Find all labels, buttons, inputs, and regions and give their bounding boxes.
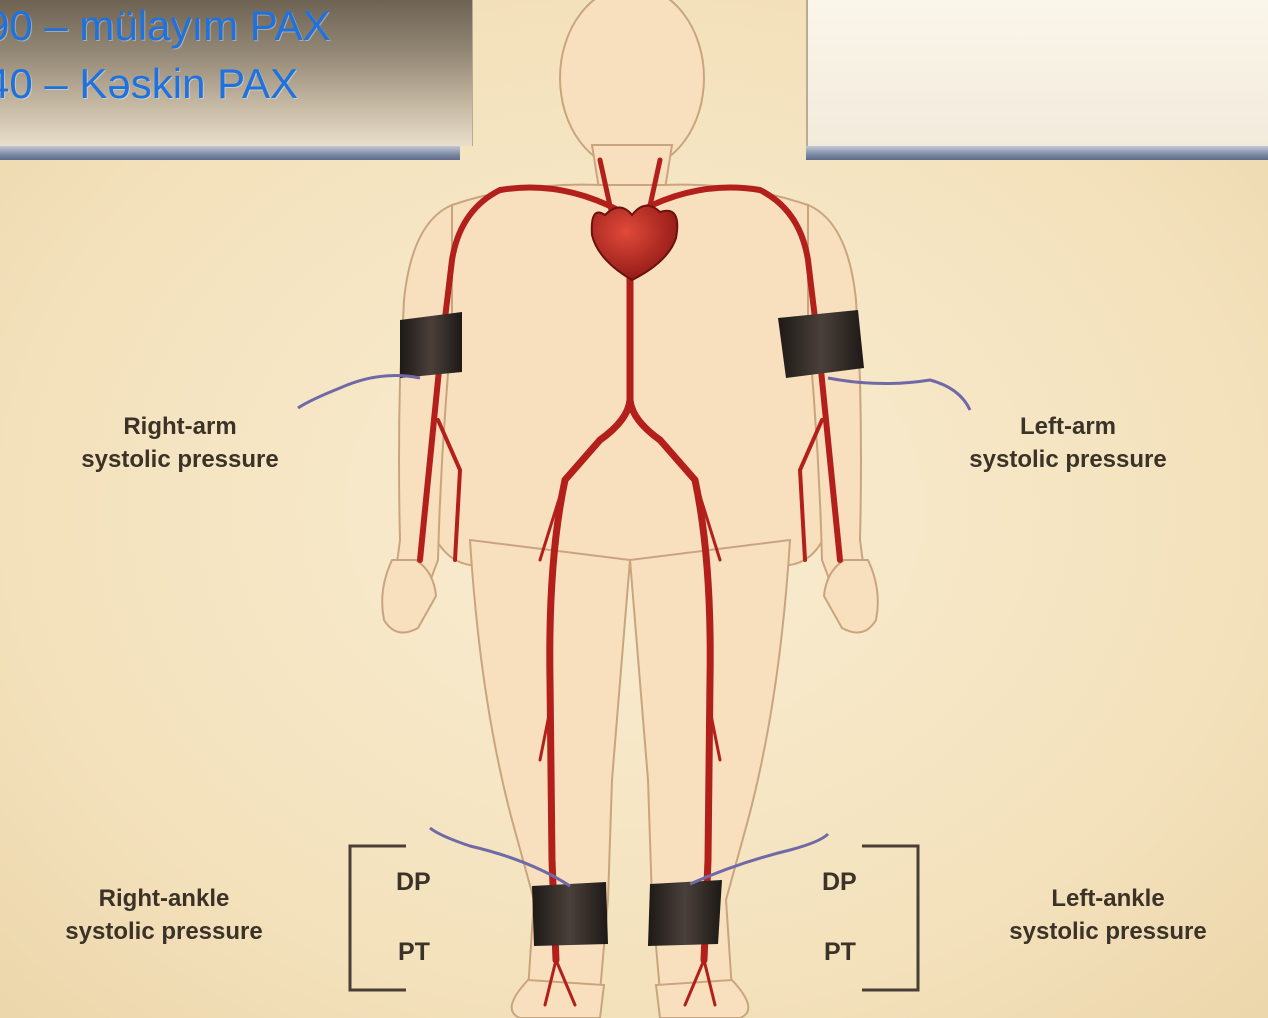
left-arm-label: Left-arm systolic pressure: [912, 410, 1224, 476]
header-box-left: 90 – mülayım PAX 40 – Kəskin PAX: [0, 0, 473, 146]
right-arm-label: Right-arm systolic pressure: [24, 410, 336, 476]
right-pt-label: PT: [398, 938, 430, 967]
right-arm-cuff: [400, 312, 462, 378]
right-dp-label: DP: [396, 868, 431, 897]
header-box-right: [806, 0, 1268, 146]
pax-line-1: 90 – mülayım PAX: [0, 2, 331, 50]
right-ankle-cuff: [532, 882, 608, 946]
pax-line-2: 40 – Kəskin PAX: [0, 60, 298, 108]
right-ankle-label: Right-ankle systolic pressure: [8, 882, 320, 948]
left-dp-label: DP: [822, 868, 857, 897]
header-box-right-bar: [806, 146, 1268, 160]
left-ankle-label: Left-ankle systolic pressure: [952, 882, 1264, 948]
left-arm-cuff: [778, 310, 864, 378]
left-ankle-cuff: [648, 880, 722, 946]
header-box-left-bar: [0, 146, 460, 160]
left-pt-label: PT: [824, 938, 856, 967]
